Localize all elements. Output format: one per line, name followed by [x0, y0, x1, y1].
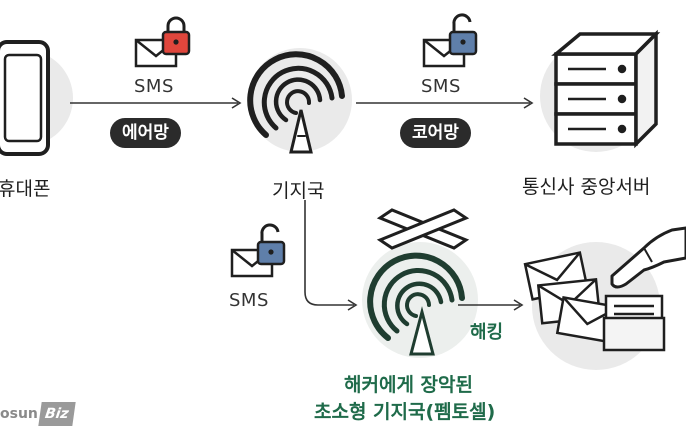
arrow-tower-to-server [356, 97, 534, 109]
phone-label: 휴대폰 [0, 178, 51, 200]
watermark-prefix: osun [0, 406, 38, 422]
sms-label-3: SMS [229, 290, 269, 311]
unlocked-padlock-icon-1 [448, 13, 478, 56]
cross-mark-icon [376, 208, 470, 250]
intercepted-mail-icon [523, 251, 666, 352]
watermark-suffix: Biz [38, 402, 76, 426]
server-icon [551, 29, 661, 149]
cell-tower-icon [247, 51, 345, 154]
femtocell-icon [367, 252, 465, 356]
arrow-phone-to-tower [70, 97, 242, 109]
hand-icon [610, 226, 686, 289]
server-label: 통신사 중앙서버 [522, 176, 651, 198]
femtocell-caption-line1: 해커에게 장악된 [344, 374, 473, 396]
air-network-badge: 에어망 [110, 118, 181, 148]
femtocell-caption-line2: 초소형 기지국(펨토셀) [314, 401, 496, 423]
tower-label: 기지국 [272, 180, 325, 202]
sms-label-1: SMS [134, 76, 174, 97]
hacking-label: 해킹 [470, 322, 504, 343]
sms-label-2: SMS [421, 76, 461, 97]
locked-padlock-icon [161, 16, 191, 56]
phone-icon [0, 40, 50, 156]
arrow-femtocell-to-mail [458, 299, 524, 311]
arrow-tower-to-femtocell [304, 200, 358, 311]
unlocked-padlock-icon-2 [256, 223, 286, 266]
core-network-badge: 코어망 [400, 118, 471, 148]
